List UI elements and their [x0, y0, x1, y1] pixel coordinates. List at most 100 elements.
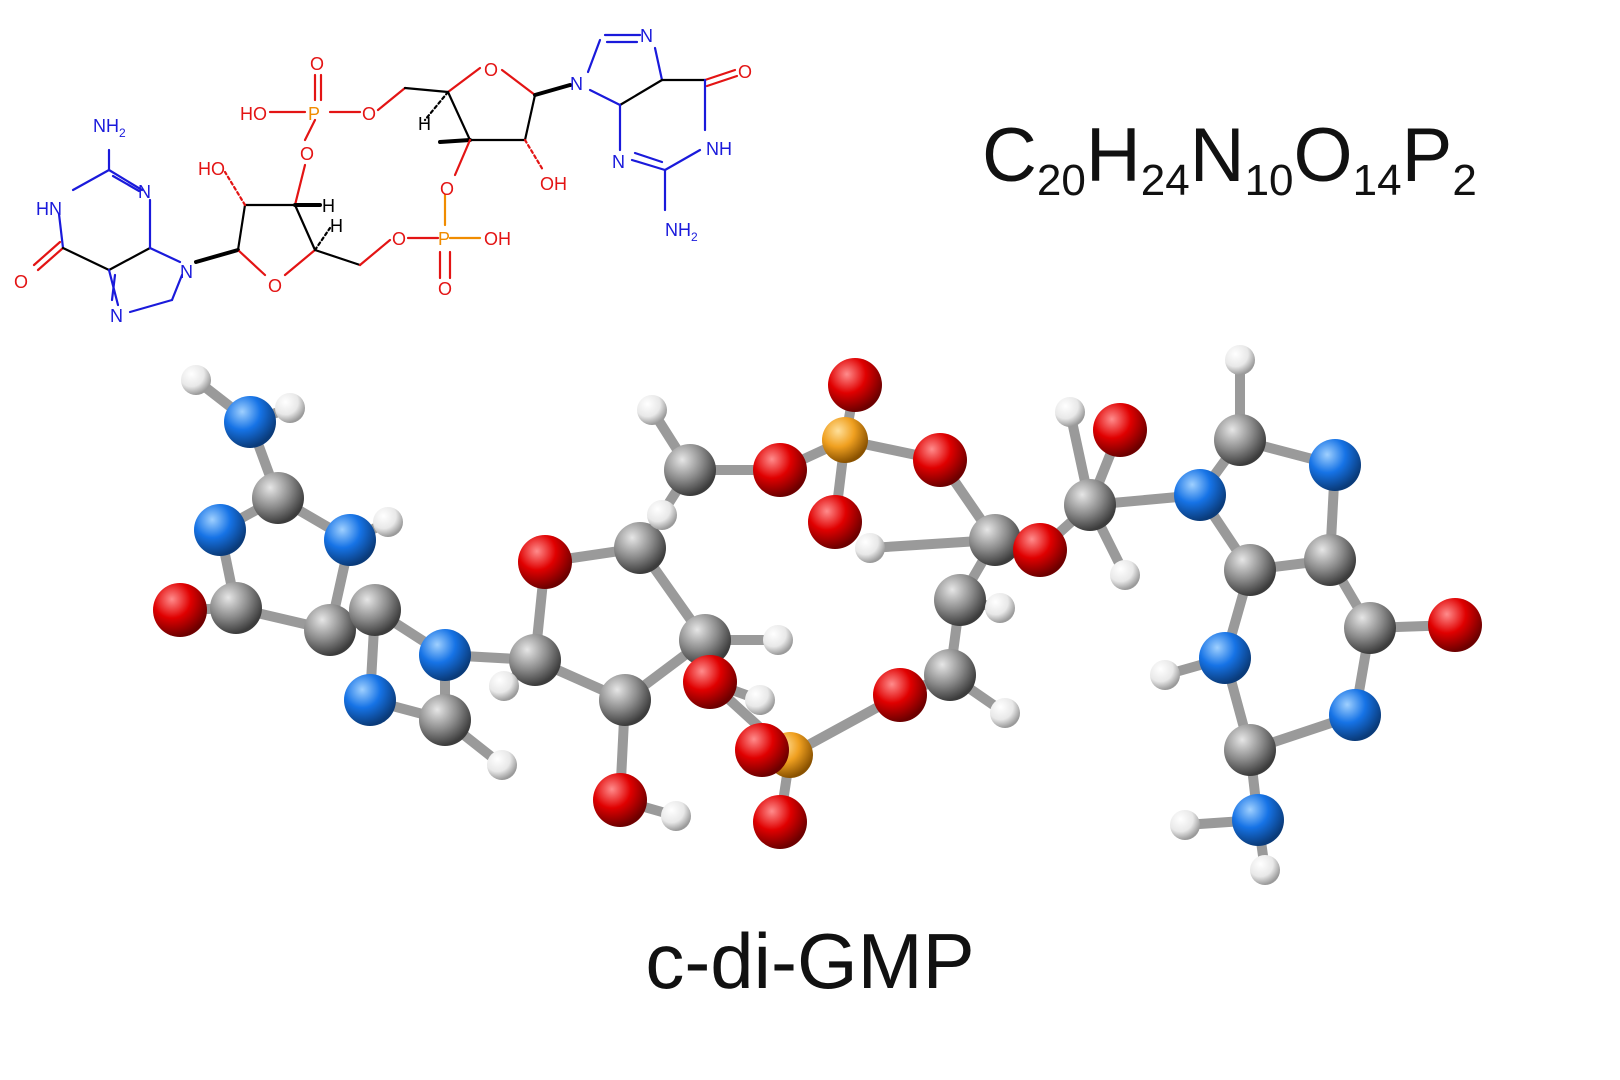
atom-C	[252, 472, 304, 524]
atom-C	[1224, 724, 1276, 776]
o-p2-down: O	[438, 279, 452, 299]
atom-C	[614, 522, 666, 574]
formula-count-H: 24	[1140, 156, 1190, 205]
o-p2-up: O	[440, 179, 454, 199]
o-p1-top: O	[310, 54, 324, 74]
atom-P	[822, 417, 868, 463]
p1-label: P	[308, 104, 320, 124]
atom-O	[518, 535, 572, 589]
o-keto-left: O	[14, 272, 28, 292]
skeletal-structure: NH2 HN N O N N HO O H H O HO P O O O H O…	[14, 26, 752, 326]
atom-O	[873, 668, 927, 722]
atom-N	[1174, 469, 1226, 521]
h-label-a: H	[322, 196, 335, 216]
formula-count-N: 10	[1244, 156, 1294, 205]
atom-O	[913, 433, 967, 487]
atom-H	[1170, 810, 1200, 840]
atom-N	[324, 514, 376, 566]
atom-O	[753, 795, 807, 849]
atom-C	[934, 574, 986, 626]
n-label-5: N	[640, 26, 653, 46]
atom-O	[753, 443, 807, 497]
atom-C	[509, 634, 561, 686]
atom-O	[828, 358, 882, 412]
atom-C	[349, 584, 401, 636]
atom-O	[1428, 598, 1482, 652]
n-label-2: N	[180, 262, 193, 282]
atom-O	[1093, 403, 1147, 457]
formula-element-N: N	[1189, 113, 1245, 198]
atom-O	[153, 583, 207, 637]
atom-N	[1199, 632, 1251, 684]
h-label-c: H	[418, 114, 431, 134]
atom-H	[985, 593, 1015, 623]
atom-H	[275, 393, 305, 423]
atom-C	[1304, 534, 1356, 586]
molecular-formula: C20H24N10O14P2	[982, 118, 1477, 203]
atom-N	[1232, 794, 1284, 846]
n-label-4: N	[570, 74, 583, 94]
atom-H	[855, 533, 885, 563]
atom-H	[487, 750, 517, 780]
atom-O	[593, 773, 647, 827]
formula-element-P: P	[1401, 113, 1453, 198]
n-label-3: N	[110, 306, 123, 326]
atom-O	[735, 723, 789, 777]
ball-and-stick-model	[153, 345, 1482, 885]
h-label-b: H	[330, 216, 343, 236]
o-p2-left: O	[392, 229, 406, 249]
atom-N	[344, 674, 396, 726]
atom-C	[679, 614, 731, 666]
hn-label: HN	[36, 199, 62, 219]
o-ring-right: O	[484, 60, 498, 80]
atom-N	[1329, 689, 1381, 741]
atom-N	[224, 396, 276, 448]
atom-H	[373, 507, 403, 537]
atom-C	[210, 582, 262, 634]
atom-H	[181, 365, 211, 395]
formula-element-C: C	[982, 113, 1037, 198]
formula-element-O: O	[1293, 113, 1353, 198]
atom-H	[1055, 397, 1085, 427]
o-p1-bridge: O	[362, 104, 376, 124]
o-keto-right: O	[738, 62, 752, 82]
atom-H	[647, 500, 677, 530]
atom-O	[808, 495, 862, 549]
nh2-label-right: NH2	[665, 220, 698, 244]
formula-count-O: 14	[1352, 156, 1402, 205]
nh-label: NH	[706, 139, 732, 159]
o-ring-left: O	[268, 276, 282, 296]
atom-C	[1224, 544, 1276, 596]
oh-label-right: OH	[540, 174, 567, 194]
atom-C	[1344, 602, 1396, 654]
p2-label: P	[438, 229, 450, 249]
atom-C	[969, 514, 1021, 566]
atom-H	[661, 801, 691, 831]
formula-count-C: 20	[1036, 156, 1086, 205]
atom-H	[489, 671, 519, 701]
atom-O	[1013, 523, 1067, 577]
atom-H	[1225, 345, 1255, 375]
atom-N	[1309, 439, 1361, 491]
ho-label-left: HO	[198, 159, 225, 179]
atom-C	[304, 604, 356, 656]
atom-C	[419, 694, 471, 746]
atom-N	[419, 629, 471, 681]
atom-C	[1214, 414, 1266, 466]
atom-C	[1064, 479, 1116, 531]
atom-H	[763, 625, 793, 655]
atom-O	[683, 655, 737, 709]
formula-element-H: H	[1085, 113, 1141, 198]
atom-C	[924, 649, 976, 701]
oh-label-p2: OH	[484, 229, 511, 249]
n-label-1: N	[138, 182, 151, 202]
nh2-label-left: NH2	[93, 116, 126, 140]
ho-label-p1: HO	[240, 104, 267, 124]
atom-C	[664, 444, 716, 496]
atom-H	[990, 698, 1020, 728]
atom-C	[599, 674, 651, 726]
atom-N	[194, 504, 246, 556]
atom-H	[1110, 560, 1140, 590]
atom-H	[745, 685, 775, 715]
